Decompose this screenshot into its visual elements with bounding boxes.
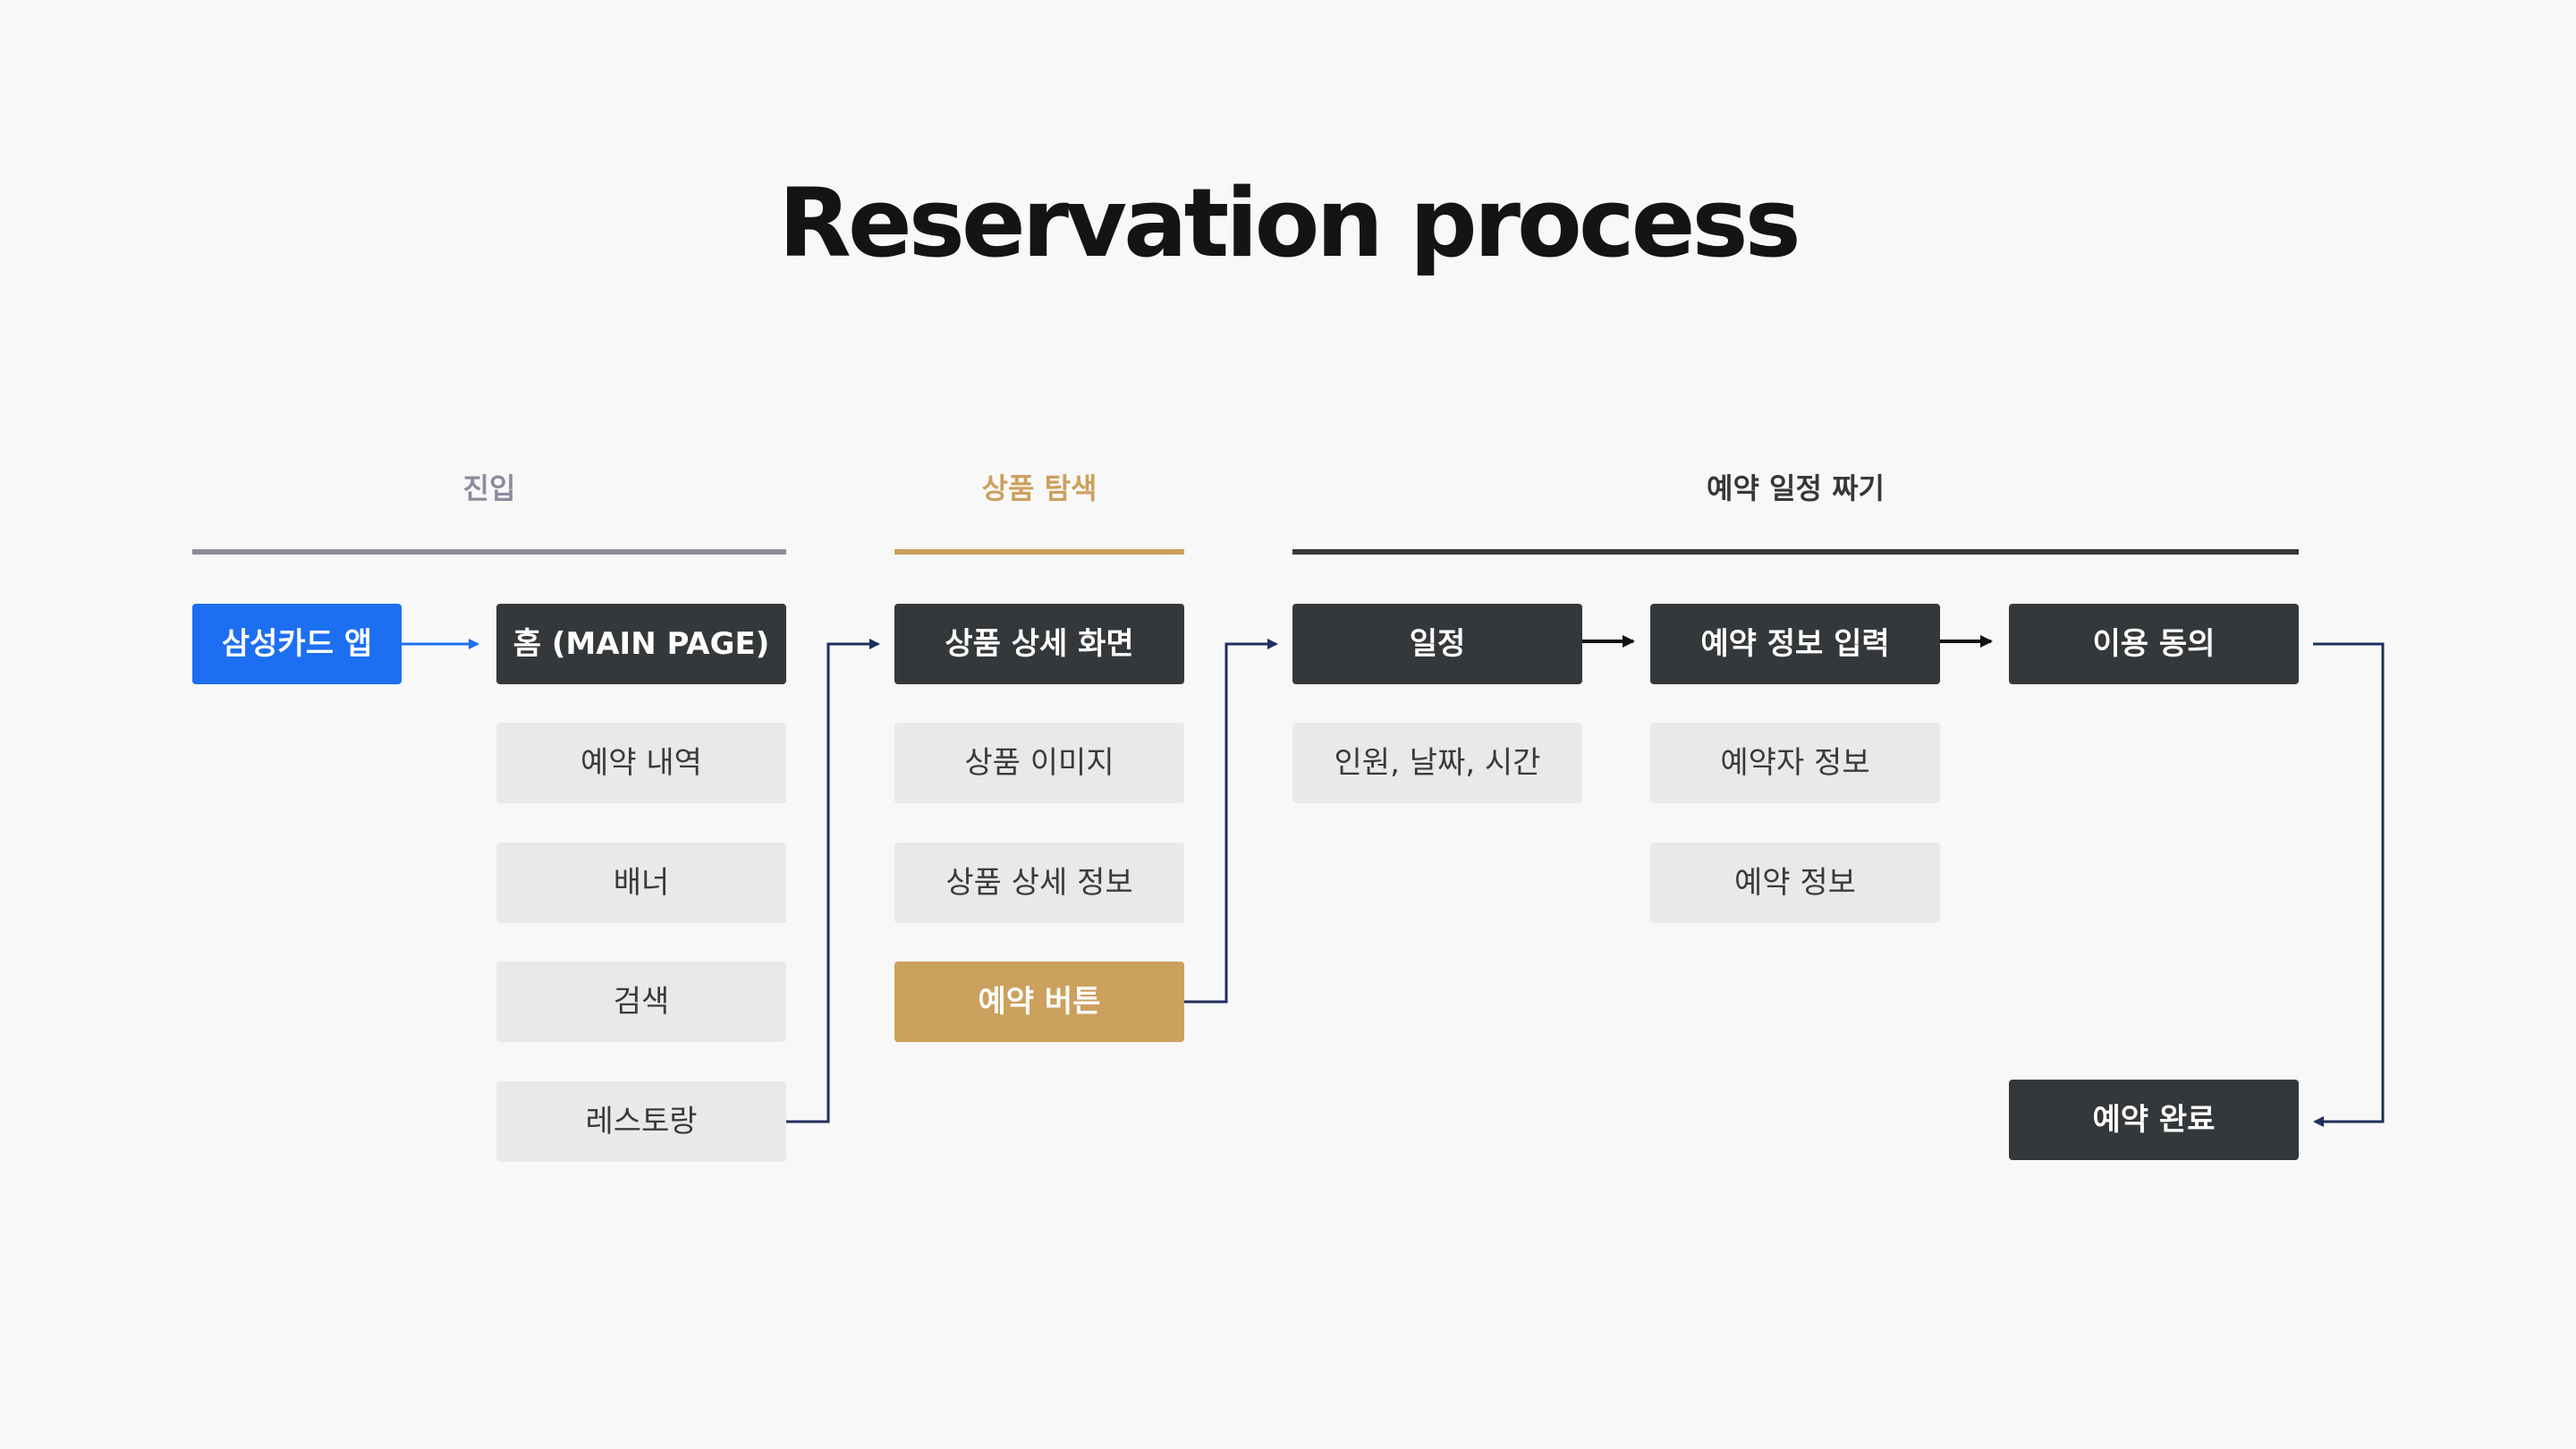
node-reservation-info-input: 예약 정보 입력 — [1650, 604, 1940, 684]
node-product-image: 상품 이미지 — [894, 723, 1184, 803]
section-rule-browse — [894, 549, 1184, 555]
section-label-entry: 진입 — [462, 471, 516, 505]
node-home-main-page: 홈 (MAIN PAGE) — [496, 604, 786, 684]
node-product-detail-info: 상품 상세 정보 — [894, 843, 1184, 923]
node-restaurant: 레스토랑 — [496, 1081, 786, 1162]
section-rule-schedule — [1292, 549, 2299, 555]
node-banner: 배너 — [496, 843, 786, 923]
node-reservation-info: 예약 정보 — [1650, 843, 1940, 923]
node-people-date-time: 인원, 날짜, 시간 — [1292, 723, 1582, 803]
node-reserve-button: 예약 버튼 — [894, 962, 1184, 1042]
node-reservation-history: 예약 내역 — [496, 723, 786, 803]
section-rule-entry — [192, 549, 786, 555]
node-samsung-card-app: 삼성카드 앱 — [192, 604, 402, 684]
node-search: 검색 — [496, 962, 786, 1042]
node-schedule: 일정 — [1292, 604, 1582, 684]
section-label-browse: 상품 탐색 — [981, 471, 1097, 505]
connector-reserve-button-to-schedule — [1184, 639, 1278, 1004]
connector-restaurant-to-product-detail — [786, 639, 880, 1123]
page-title: Reservation process — [778, 168, 1801, 278]
node-product-detail-screen: 상품 상세 화면 — [894, 604, 1184, 684]
section-label-schedule: 예약 일정 짜기 — [1707, 471, 1885, 505]
node-reserver-info: 예약자 정보 — [1650, 723, 1940, 803]
connector-terms-to-complete — [2313, 642, 2385, 1127]
node-terms-agreement: 이용 동의 — [2009, 604, 2299, 684]
node-reservation-complete: 예약 완료 — [2009, 1080, 2299, 1160]
